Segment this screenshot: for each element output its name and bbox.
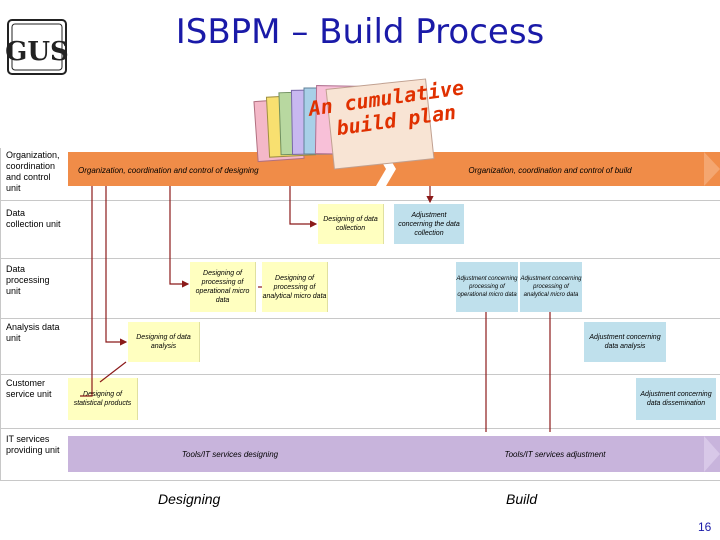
org-bar-shapes — [68, 152, 720, 186]
box-adjustment-operational: Adjustment concerning processing of oper… — [456, 262, 518, 312]
box-designing-statistical: Designing of statistical products — [68, 378, 138, 420]
lane-label-analysis: Analysis data unit — [6, 322, 60, 343]
box-designing-data-collection: Designing of data collection — [318, 204, 384, 244]
box-designing-analysis: Designing of data analysis — [128, 322, 200, 362]
lane-label-data-processing: Data processing unit — [6, 264, 50, 296]
org-bar-build-label: Organization, coordination and control o… — [468, 165, 632, 175]
lane-divider — [0, 480, 720, 481]
box-adjustment-analytical: Adjustment concerning processing of anal… — [520, 262, 582, 312]
arrow-to-designing-operational — [169, 186, 190, 288]
arrow-to-designing-statistical — [80, 186, 93, 397]
org-bar-designing — [68, 152, 386, 186]
org-bar-build — [386, 152, 720, 186]
box-adjustment-data-collection: Adjustment concerning the data collectio… — [394, 204, 464, 244]
lane-left-border — [0, 148, 1, 480]
lane-label-organization: Organization, coordination and control u… — [6, 150, 60, 193]
lane-divider — [0, 200, 720, 201]
footer-build: Build — [506, 491, 538, 507]
org-bar-arrow-tip — [704, 152, 720, 186]
page-number: 16 — [698, 520, 712, 534]
logo-text: GUS — [6, 37, 68, 67]
it-bar — [68, 436, 720, 472]
box-designing-analytical: Designing of processing of analytical mi… — [262, 262, 328, 312]
lane-divider — [0, 258, 720, 259]
arrow-to-designing-analysis — [105, 186, 128, 346]
box-adjustment-dissemination: Adjustment concerning data dissemination — [636, 378, 716, 420]
lane-divider — [0, 374, 720, 375]
lane-label-it-services: IT services providing unit — [6, 434, 60, 455]
lane-divider — [0, 428, 720, 429]
link-analysis-to-statistical — [99, 361, 127, 383]
org-bar-designing-label: Organization, coordination and control o… — [78, 165, 259, 175]
it-bar-designing-label: Tools/IT services designing — [181, 449, 279, 459]
box-designing-operational: Designing of processing of operational m… — [190, 262, 256, 312]
it-bar-shapes — [68, 436, 720, 472]
arrow-to-designing-data-collection — [289, 186, 318, 228]
it-bar-adjustment-label: Tools/IT services adjustment — [504, 449, 606, 459]
document-stack-icon — [253, 78, 435, 170]
gus-logo-icon: GUS — [6, 19, 68, 75]
it-bar-arrow-tip — [704, 436, 720, 472]
footer-designing: Designing — [158, 491, 221, 507]
page-title: ISBPM – Build Process — [175, 12, 545, 52]
box-adjustment-analysis: Adjustment concerning data analysis — [584, 322, 666, 362]
lane-divider — [0, 318, 720, 319]
lane-label-data-collection: Data collection unit — [6, 208, 61, 229]
lane-label-customer-service: Customer service unit — [6, 378, 52, 399]
